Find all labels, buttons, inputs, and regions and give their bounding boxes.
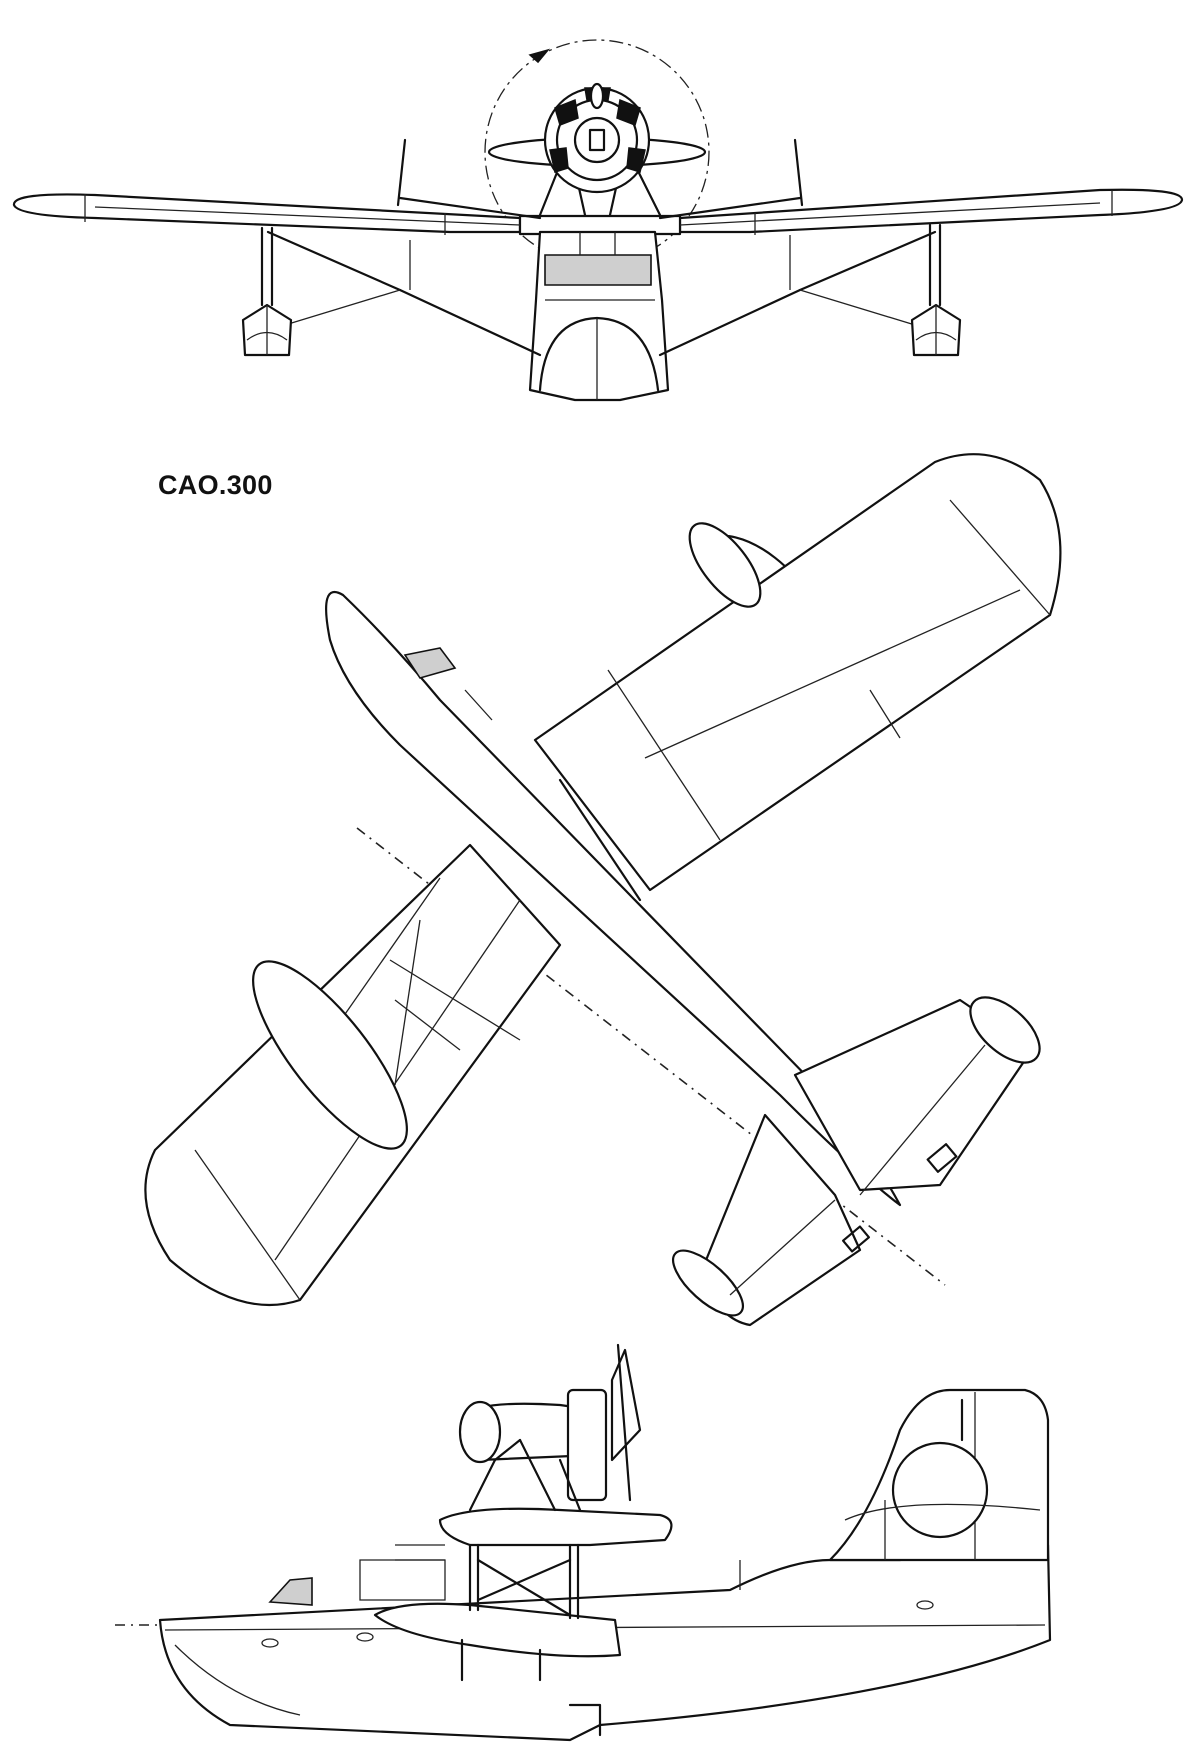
fin-rudder-side: [830, 1390, 1048, 1560]
wing-float-side: [375, 1604, 620, 1680]
plan-view: [145, 454, 1060, 1326]
wingtip-float-upper-plan: [677, 512, 773, 618]
engine-nacelle-side: [460, 1345, 640, 1500]
wing-section-side: [440, 1509, 671, 1545]
engine-front: [545, 84, 649, 192]
front-view: [14, 40, 1182, 400]
wingtip-float-lower-plan: [229, 941, 430, 1169]
cockpit-windscreen: [270, 1578, 312, 1605]
propeller-rotation-arrow: [530, 50, 548, 62]
aircraft-designation-label: CAO.300: [158, 470, 273, 500]
wing-bracing: [262, 225, 940, 355]
struts-side: [360, 1440, 740, 1618]
side-view: [115, 1345, 1050, 1740]
tail-float-disc: [893, 1443, 987, 1537]
wing-front: [14, 190, 1182, 235]
hull-front: [530, 232, 668, 400]
wingtip-floats-front: [243, 305, 960, 355]
tailplane-plan: [663, 986, 1051, 1326]
wing-upper-plan: [535, 454, 1060, 890]
